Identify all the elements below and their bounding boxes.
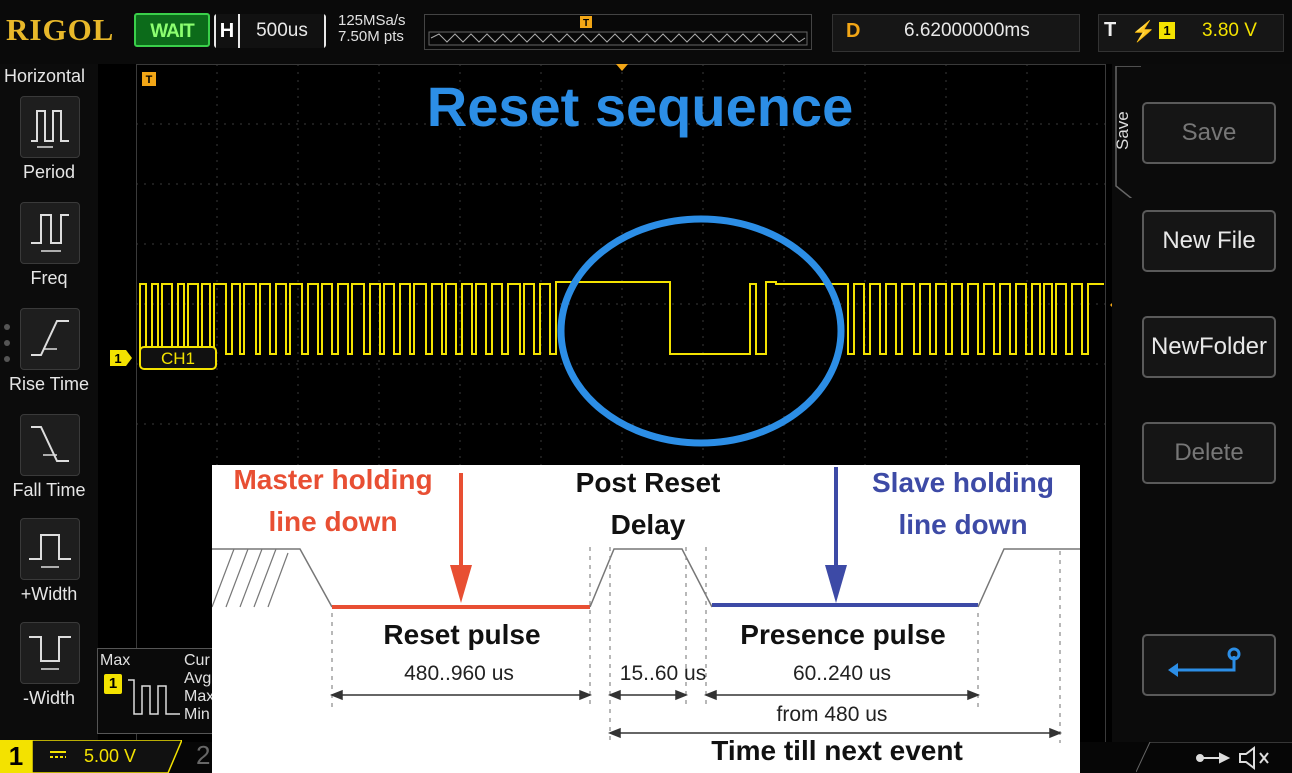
svg-text:T: T: [583, 18, 589, 29]
positive-width-label: +Width: [20, 584, 78, 604]
reset-pulse-range: 480..960 us: [404, 662, 514, 685]
system-icons: [1136, 742, 1292, 773]
sample-rate: 125MSa/s: [338, 12, 406, 29]
post-reset-range: 15..60 us: [619, 662, 707, 685]
trigger-position-marker: [580, 16, 592, 28]
channel-1-marker[interactable]: 1 CH1: [110, 346, 220, 372]
master-holding-label: Master holding line down: [212, 459, 454, 543]
timebase-label: H: [216, 14, 238, 48]
delay-value: 6.62000000ms: [904, 20, 1030, 41]
new-file-button[interactable]: New File: [1142, 210, 1276, 272]
save-menu: [1112, 64, 1292, 744]
channel-1-marker-number: 1: [114, 351, 121, 366]
presence-pulse-label: Presence pulse: [740, 619, 946, 650]
channel-1-status[interactable]: [32, 740, 182, 773]
trigger-label: T: [1104, 19, 1117, 41]
stat-max2-label: Max: [184, 688, 215, 705]
fall-time-label: Fall Time: [12, 480, 86, 500]
negative-width-button[interactable]: [20, 622, 80, 684]
stat-avg-label: Avg: [184, 670, 212, 687]
period-button[interactable]: [20, 96, 80, 158]
page-dot: [4, 324, 10, 330]
delay-label: D: [846, 20, 861, 42]
rise-time-label: Rise Time: [8, 374, 89, 394]
acquisition-info: 125MSa/s 7.50M pts: [338, 13, 406, 45]
rising-edge-icon: ⚡: [1131, 21, 1156, 43]
period-icon: [31, 110, 69, 148]
save-menu-label: Save: [1113, 111, 1132, 150]
run-status-badge[interactable]: WAIT: [134, 13, 210, 47]
channel-1-label: CH1: [161, 349, 195, 368]
frequency-button[interactable]: [20, 202, 80, 264]
waveform-graticule[interactable]: T: [136, 64, 1106, 754]
time-till-next-event-label: Time till next event: [711, 735, 963, 766]
trigger-time-marker: [616, 64, 628, 71]
fall-time-button[interactable]: [20, 414, 80, 476]
channel-1-button[interactable]: 1: [0, 740, 32, 773]
stat-cur-label: Cur: [184, 652, 210, 669]
presence-pulse-range: 60..240 us: [792, 662, 892, 685]
brand-logo: RIGOL: [6, 12, 115, 47]
positive-width-icon: [29, 534, 71, 568]
memory-depth: 7.50M pts: [338, 28, 404, 45]
memory-overview-bar[interactable]: T: [424, 14, 812, 50]
period-label: Period: [22, 162, 76, 182]
channel-1-trace: [139, 281, 1104, 355]
stat-channel-badge: 1: [104, 674, 122, 694]
frequency-label: Freq: [30, 268, 68, 288]
save-button[interactable]: Save: [1142, 102, 1276, 164]
trigger-channel-badge: 1: [1159, 22, 1175, 39]
memory-overview-waveform: T: [428, 16, 808, 46]
new-folder-button[interactable]: NewFolder: [1142, 316, 1276, 378]
return-button[interactable]: [1142, 634, 1276, 696]
post-reset-line1: Post Reset: [575, 467, 721, 498]
channel-1-scale: 5.00 V: [84, 746, 137, 766]
fall-time-icon: [31, 426, 69, 462]
page-dot: [4, 356, 10, 362]
timebase-value: 500us: [240, 14, 324, 48]
page-dot: [4, 340, 10, 346]
rise-time-icon: [31, 320, 69, 356]
master-holding-line2: line down: [268, 506, 398, 537]
timing-diagram: [212, 467, 1080, 743]
rise-time-button[interactable]: [20, 308, 80, 370]
channel-2-button[interactable]: 2: [196, 740, 211, 770]
return-arrow-icon: [1168, 647, 1241, 677]
timing-diagram-panel: [212, 465, 1080, 773]
negative-width-label: -Width: [22, 688, 75, 708]
trigger-left-marker: [142, 72, 156, 86]
negative-width-icon: [29, 636, 71, 670]
reset-pulse-label: Reset pulse: [383, 619, 541, 650]
stat-max-label: Max: [100, 652, 131, 669]
stat-min-label: Min: [184, 706, 210, 723]
post-reset-line2: Delay: [610, 509, 686, 540]
measure-menu-title: Horizontal: [4, 66, 86, 86]
slave-holding-line2: line down: [898, 509, 1028, 540]
frequency-icon: [31, 214, 69, 252]
delay-box[interactable]: [832, 14, 1080, 52]
svg-text:T: T: [146, 74, 153, 86]
speaker-muted-icon: [1239, 746, 1269, 770]
trigger-box[interactable]: [1098, 14, 1284, 52]
delete-button[interactable]: Delete: [1142, 422, 1276, 484]
pulse-icon: [128, 679, 180, 715]
annotation-title: Reset sequence: [426, 75, 854, 138]
positive-width-button[interactable]: [20, 518, 80, 580]
master-holding-line1: Master holding: [233, 464, 433, 495]
save-menu-tab: [1115, 66, 1141, 198]
from-480-label: from 480 us: [776, 703, 888, 726]
slave-holding-label: Slave holding line down: [852, 462, 1074, 546]
trigger-level: 3.80 V: [1202, 20, 1257, 41]
slave-holding-line1: Slave holding: [871, 467, 1055, 498]
highlight-ellipse: [557, 215, 845, 447]
post-reset-delay-label: Post Reset Delay: [548, 462, 748, 546]
usb-icon: [1196, 752, 1231, 764]
